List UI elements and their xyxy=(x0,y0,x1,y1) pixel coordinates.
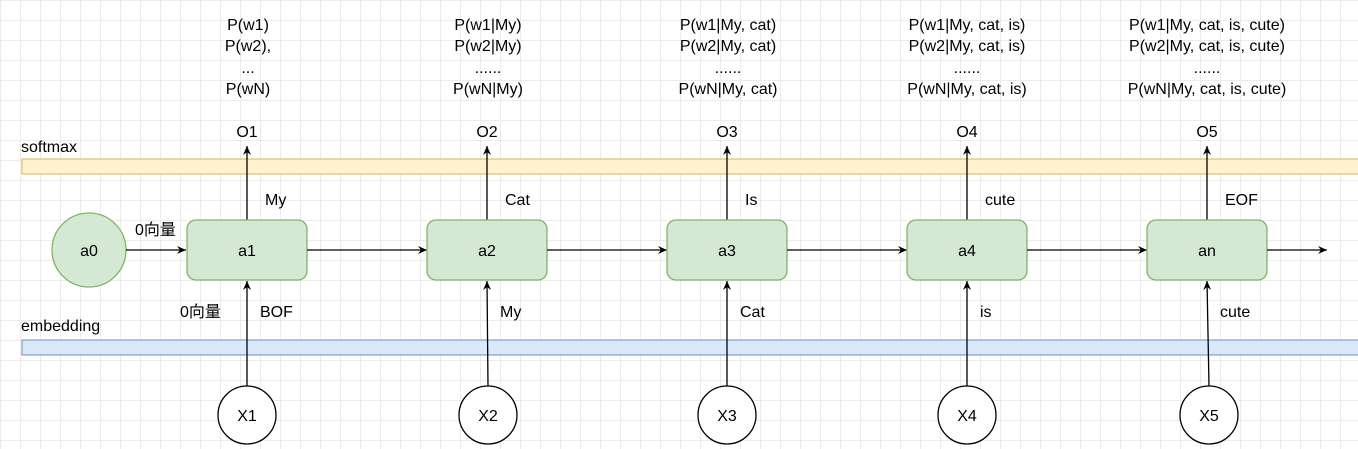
probability-line: P(w2|My, cat, is) xyxy=(909,38,1026,55)
state-label: an xyxy=(1198,243,1216,260)
input-label: X3 xyxy=(717,408,737,425)
input-arrow xyxy=(483,280,492,387)
probability-line: P(w2|My, cat, is, cute) xyxy=(1129,38,1285,55)
output-label: O1 xyxy=(236,124,257,141)
state-label: a4 xyxy=(958,243,976,260)
input-word: is xyxy=(980,304,992,321)
probability-line: P(wN|My, cat) xyxy=(679,81,778,98)
output-label: O3 xyxy=(716,124,737,141)
input-word: Cat xyxy=(740,304,765,321)
output-word: cute xyxy=(985,192,1015,209)
probability-line: P(wN|My, cat, is, cute) xyxy=(1128,81,1287,98)
probability-line: ...... xyxy=(954,60,981,77)
probability-line: P(wN) xyxy=(226,81,270,98)
probability-line: P(w1|My) xyxy=(454,17,521,34)
probability-line: P(wN|My) xyxy=(453,81,523,98)
softmax-label: softmax xyxy=(21,139,77,156)
input-word: BOF xyxy=(260,304,293,321)
output-label: O4 xyxy=(956,124,977,141)
initial-state-edge-label: 0向量 xyxy=(135,221,176,239)
output-label: O2 xyxy=(476,124,497,141)
output-word: My xyxy=(265,192,286,209)
probability-line: P(wN|My, cat, is) xyxy=(907,81,1026,98)
probability-line: P(w2), xyxy=(225,38,271,55)
probability-line: P(w1|My, cat) xyxy=(680,17,776,34)
input-word: My xyxy=(500,304,521,321)
input-label: X1 xyxy=(237,408,257,425)
softmax-bar xyxy=(21,158,1358,175)
state-label: a3 xyxy=(718,243,736,260)
output-label: O5 xyxy=(1196,124,1217,141)
state-label: a2 xyxy=(478,243,496,260)
embedding-label: embedding xyxy=(21,318,100,335)
initial-input-label: 0向量 xyxy=(180,303,221,321)
input-label: X2 xyxy=(478,408,498,425)
input-word: cute xyxy=(1220,304,1250,321)
output-word: Is xyxy=(745,192,757,209)
output-word: EOF xyxy=(1225,192,1258,209)
probability-line: P(w1) xyxy=(227,17,269,34)
state-label: a1 xyxy=(238,243,256,260)
probability-line: P(w1|My, cat, is) xyxy=(909,17,1026,34)
probability-line: ...... xyxy=(715,60,742,77)
embedding-bar xyxy=(21,339,1358,356)
probability-line: ... xyxy=(241,60,254,77)
initial-state-label: a0 xyxy=(80,243,98,260)
probability-line: ...... xyxy=(475,60,502,77)
probability-line: ...... xyxy=(1194,60,1221,77)
input-label: X4 xyxy=(957,408,977,425)
output-word: Cat xyxy=(505,192,530,209)
input-arrow xyxy=(1203,280,1212,387)
probability-line: P(w1|My, cat, is, cute) xyxy=(1129,17,1285,34)
input-label: X5 xyxy=(1199,408,1219,425)
probability-line: P(w2|My) xyxy=(454,38,521,55)
probability-line: P(w2|My, cat) xyxy=(680,38,776,55)
